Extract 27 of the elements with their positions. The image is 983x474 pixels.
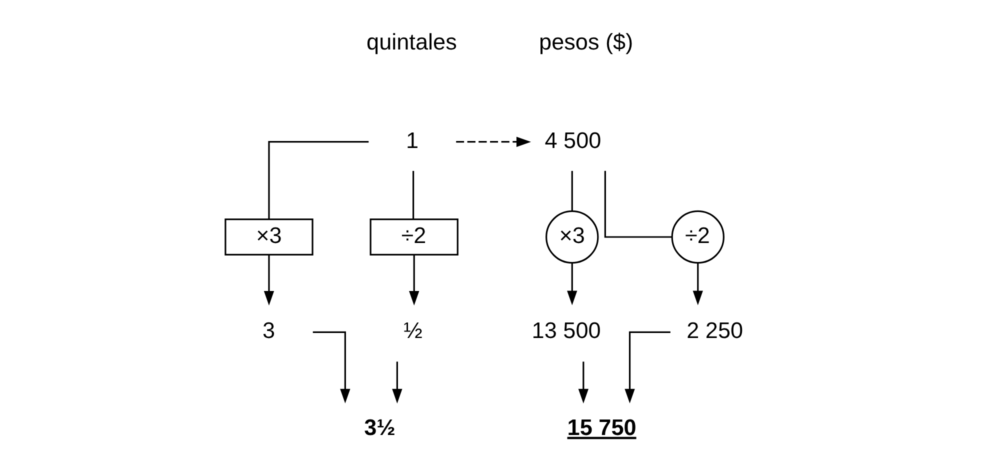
connector xyxy=(412,170,414,220)
arrow xyxy=(409,254,420,306)
arrow xyxy=(312,331,350,404)
arrow xyxy=(624,331,670,404)
node-text: 1 xyxy=(406,128,419,153)
connector xyxy=(571,170,573,211)
arrow xyxy=(578,362,588,404)
node-circle: ÷2 xyxy=(671,210,724,264)
label: quintales xyxy=(366,29,457,54)
node-circle: ×3 xyxy=(546,210,599,264)
arrow xyxy=(264,254,274,306)
node-box: ÷2 xyxy=(370,218,458,256)
node-box: ×3 xyxy=(224,218,314,256)
arrow xyxy=(392,362,402,404)
node-text: 13 500 xyxy=(532,318,601,344)
arrow xyxy=(567,263,578,306)
arrow xyxy=(456,136,531,147)
node-text: 4 500 xyxy=(544,128,602,153)
node-text: 3½ xyxy=(364,414,396,440)
node-text: 3 xyxy=(262,318,276,344)
arrow xyxy=(692,263,703,306)
node-text: ½ xyxy=(404,318,422,344)
connector xyxy=(268,141,369,220)
connector xyxy=(604,170,672,238)
node-text: 15 750 xyxy=(567,414,636,440)
label: pesos ($) xyxy=(539,29,634,54)
node-text: 2 250 xyxy=(686,318,744,344)
